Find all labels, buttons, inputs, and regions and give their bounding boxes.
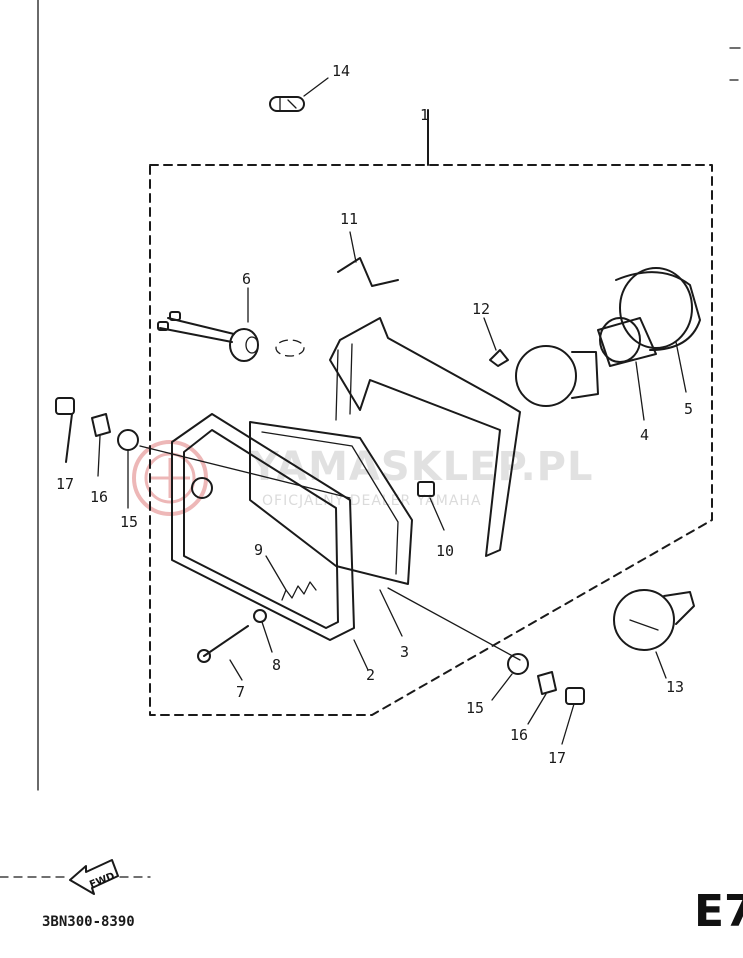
rim-frame: [171, 413, 369, 671]
part-label-9: 9: [254, 541, 263, 559]
clip-11: [337, 231, 399, 287]
part-label-4: 4: [640, 426, 649, 444]
fwd-arrow-icon: FWD: [0, 859, 151, 895]
part-label-1: 1: [420, 106, 429, 124]
catalog-code: 3BN300-8390: [42, 914, 135, 930]
part-label-16-right: 16: [510, 726, 528, 744]
screw-7: [197, 625, 249, 681]
part-label-16-left: 16: [90, 488, 108, 506]
grommet-15-left: [117, 429, 139, 509]
bulb-12: [483, 317, 509, 367]
collar-16-left: [91, 413, 111, 477]
part-label-12: 12: [472, 300, 490, 318]
part-label-15-left: 15: [120, 513, 138, 531]
lens-2: [249, 421, 413, 585]
fwd-label: FWD: [88, 871, 116, 891]
part-label-17-left: 17: [56, 475, 74, 493]
part-label-6: 6: [242, 270, 251, 288]
bolt-17-left: [55, 397, 75, 463]
part-label-14: 14: [332, 62, 350, 80]
assembly-boundary: [149, 164, 713, 716]
part-label-7: 7: [236, 683, 245, 701]
part-label-13: 13: [666, 678, 684, 696]
part-label-2: 2: [366, 666, 375, 684]
bulb-14: [269, 77, 329, 112]
nut-10: [417, 481, 445, 531]
part-label-17-right: 17: [548, 749, 566, 767]
explode-line: [139, 445, 521, 661]
bracket-3: [329, 317, 521, 637]
part-labels: 1 2 3 4 5 6 7 8 9 10 11 12 13 14 15 16 1…: [56, 62, 693, 767]
bulb-13: [613, 589, 695, 679]
collar-16-right: [527, 671, 557, 725]
watermark-tagline: OFICJALNY DEALER YAMAHA: [262, 493, 482, 509]
part-label-11: 11: [340, 210, 358, 228]
washer-8: [253, 609, 273, 653]
page-code: E7: [694, 886, 743, 937]
part-label-3: 3: [400, 643, 409, 661]
part-label-5: 5: [684, 400, 693, 418]
part-label-10: 10: [436, 542, 454, 560]
grommet-15-right: [491, 653, 529, 701]
spring-9: [265, 555, 317, 601]
part-label-15-right: 15: [466, 699, 484, 717]
socket-6: [157, 287, 305, 362]
watermark-brand: YAMASKLEP.PL: [249, 444, 593, 490]
part-label-8: 8: [272, 656, 281, 674]
bolt-17-right: [561, 687, 585, 745]
bulb-assembly: [515, 267, 701, 421]
